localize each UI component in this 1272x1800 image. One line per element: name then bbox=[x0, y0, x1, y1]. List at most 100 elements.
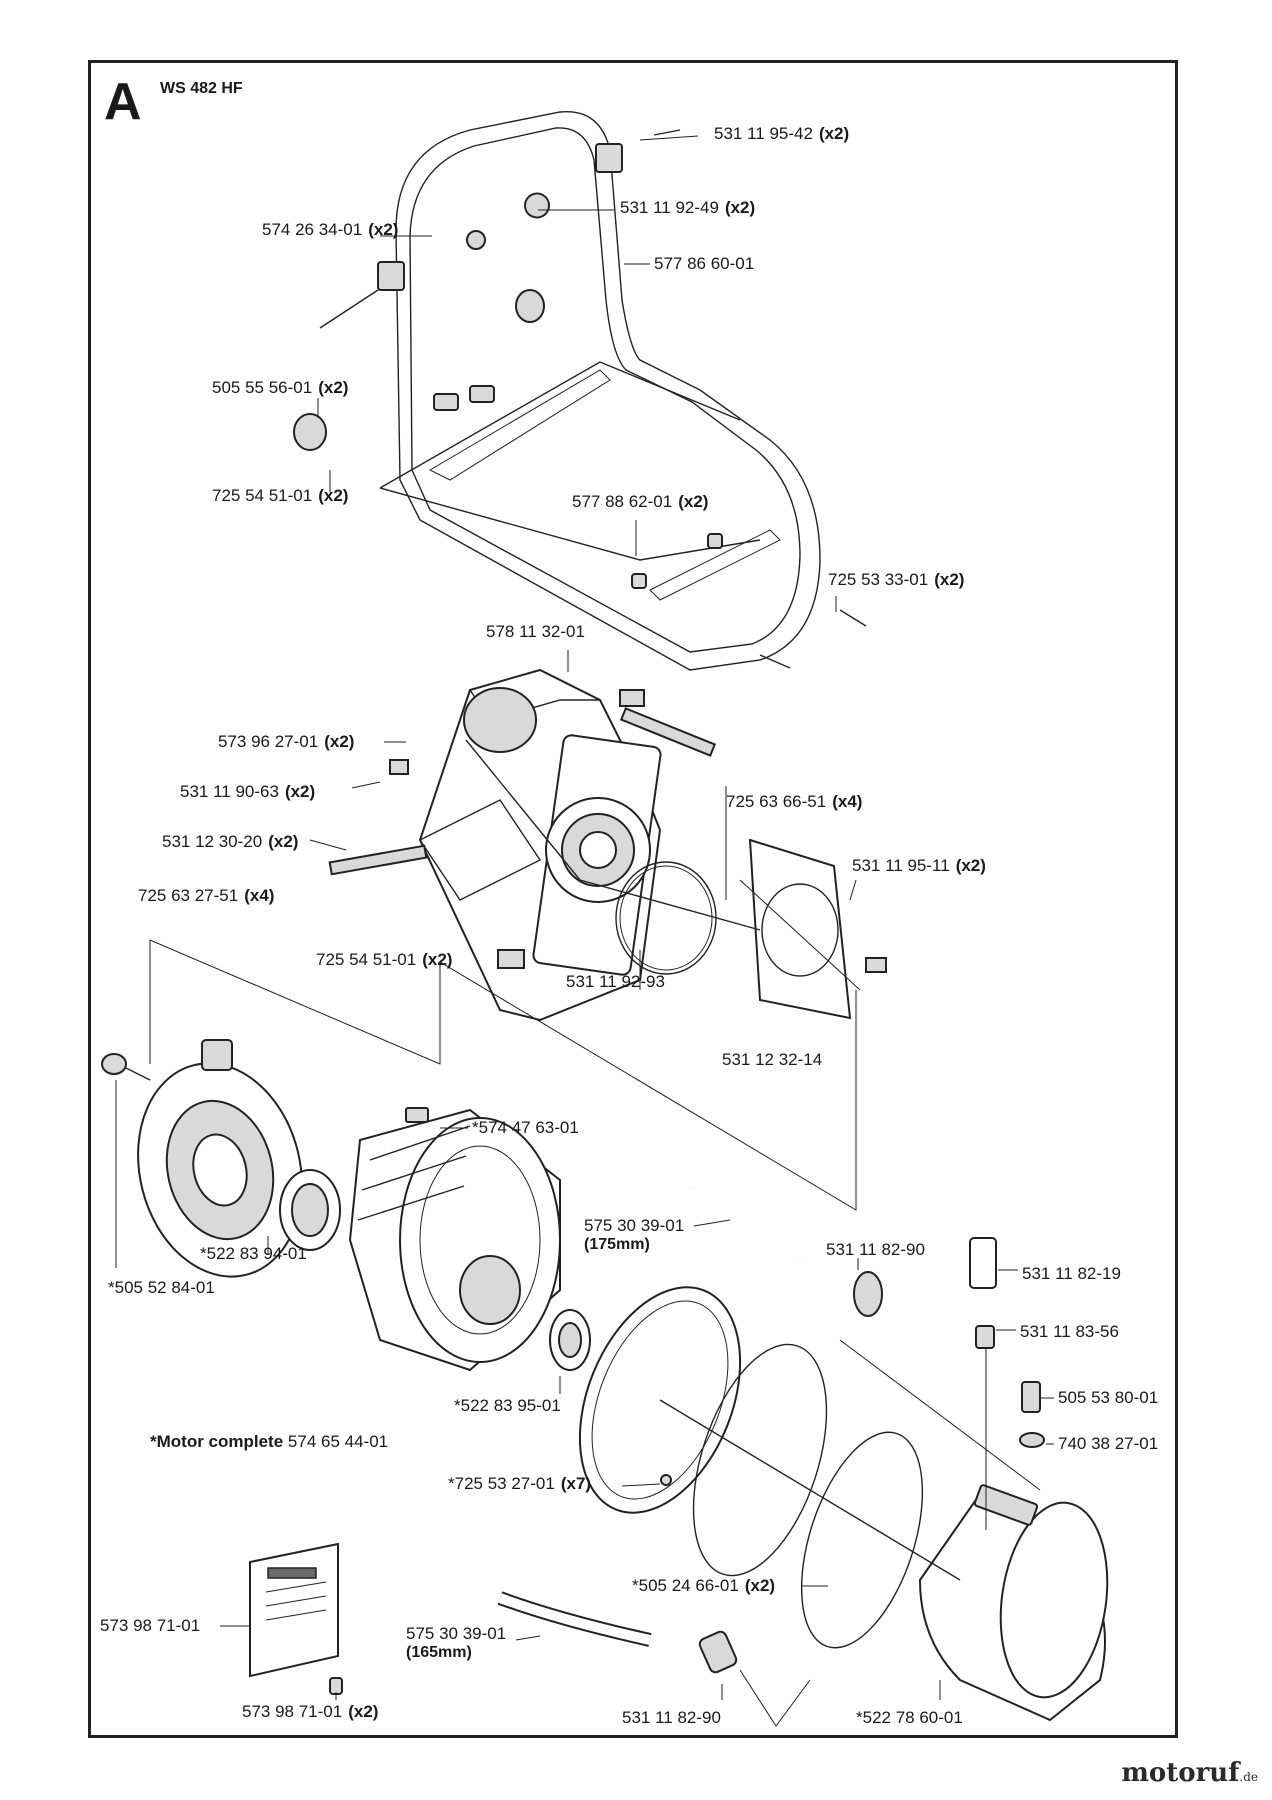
part-label: 531 11 83-56 bbox=[1020, 1322, 1119, 1342]
part-label: 531 11 95-42 (x2) bbox=[714, 124, 849, 144]
motor-part bbox=[348, 1107, 561, 1372]
part-number: 725 54 51-01 bbox=[212, 486, 313, 505]
part-label: 725 53 33-01 (x2) bbox=[828, 570, 964, 590]
part-label: 531 11 82-90 bbox=[622, 1708, 721, 1728]
quantity: (x2) bbox=[318, 486, 349, 505]
part-number: 574 26 34-01 bbox=[262, 220, 363, 239]
quantity: (x2) bbox=[268, 832, 299, 851]
quantity: (x4) bbox=[244, 886, 275, 905]
quantity: (x2) bbox=[678, 492, 709, 511]
part-label: 573 96 27-01(x2) bbox=[218, 732, 354, 752]
part-label: *505 52 84-01 bbox=[108, 1278, 215, 1298]
pipes-and-fittings bbox=[497, 1183, 1045, 1727]
part-number: *505 24 66-01 bbox=[632, 1576, 739, 1595]
quantity: (x2) bbox=[324, 732, 355, 751]
part-label: 531 11 90-63 (x2) bbox=[180, 782, 315, 802]
part-label: 725 54 51-01 (x2) bbox=[316, 950, 452, 970]
frame-fasteners bbox=[293, 129, 867, 669]
quantity: (x2) bbox=[744, 1576, 776, 1595]
part-label: 531 11 82-19 bbox=[1022, 1264, 1121, 1284]
quantity: (x2) bbox=[318, 378, 349, 397]
quantity: (x2) bbox=[955, 856, 986, 875]
part-label: *522 78 60-01 bbox=[856, 1708, 963, 1728]
leader-lines bbox=[115, 135, 1054, 1700]
part-label: 573 98 71-01 bbox=[100, 1616, 200, 1636]
part-number: 575 30 39-01 bbox=[584, 1216, 685, 1235]
part-number: *522 78 60-01 bbox=[856, 1708, 963, 1727]
part-number: 531 11 92-93 bbox=[566, 972, 665, 991]
part-number: 531 12 32-14 bbox=[722, 1050, 823, 1069]
part-label: *725 53 27-01 (x7) bbox=[448, 1474, 591, 1494]
part-label: 531 12 30-20(x2) bbox=[162, 832, 298, 852]
part-label: 531 11 95-11 (x2) bbox=[852, 856, 986, 876]
part-number: *522 83 95-01 bbox=[454, 1396, 561, 1415]
motor-cover-part bbox=[101, 1039, 303, 1278]
quantity: (x2) bbox=[422, 950, 453, 969]
part-number: 531 11 95-42 bbox=[714, 124, 813, 143]
part-number: 531 11 90-63 bbox=[180, 782, 279, 801]
motor-note-prefix: *Motor complete bbox=[150, 1432, 284, 1451]
outer-housing-part bbox=[659, 1399, 1109, 1722]
part-number: 577 86 60-01 bbox=[654, 254, 755, 273]
part-number: 531 11 82-90 bbox=[622, 1708, 721, 1727]
part-number: 725 53 33-01 bbox=[828, 570, 929, 589]
part-label: *505 24 66-01 (x2) bbox=[632, 1576, 775, 1596]
part-label: *522 83 95-01 bbox=[454, 1396, 561, 1416]
part-label: *574 47 63-01 bbox=[472, 1118, 579, 1138]
part-number: 725 54 51-01 bbox=[316, 950, 417, 969]
quantity: (x2) bbox=[724, 198, 756, 217]
part-number: 577 88 62-01 bbox=[572, 492, 673, 511]
part-number: *505 52 84-01 bbox=[108, 1278, 215, 1297]
part-label: 531 11 82-90 bbox=[826, 1240, 925, 1260]
part-label: 575 30 39-01 bbox=[584, 1216, 684, 1236]
brand-name: motoruf bbox=[1121, 1758, 1240, 1788]
quantity: (x2) bbox=[818, 124, 850, 143]
part-label: 531 11 92-93 bbox=[566, 972, 665, 992]
part-number: *522 83 94-01 bbox=[200, 1244, 307, 1263]
bearing-front bbox=[279, 1169, 341, 1251]
section-letter: A bbox=[104, 73, 142, 131]
quantity: (x2) bbox=[284, 782, 316, 801]
part-label: 725 63 66-51(x4) bbox=[726, 792, 862, 812]
part-number: 505 53 80-01 bbox=[1058, 1388, 1159, 1407]
part-label: 725 54 51-01 (x2) bbox=[212, 486, 348, 506]
quantity: (x2) bbox=[348, 1702, 379, 1721]
model-title: WS 482 HF bbox=[160, 80, 243, 97]
part-label: 531 12 32-14 bbox=[722, 1050, 822, 1070]
part-label: 578 11 32-01 bbox=[486, 622, 585, 642]
part-number: 531 11 82-90 bbox=[826, 1240, 925, 1259]
brand-watermark: motoruf.de bbox=[1121, 1758, 1258, 1788]
part-number: *574 47 63-01 bbox=[472, 1118, 579, 1137]
part-number: 578 11 32-01 bbox=[486, 622, 585, 641]
housing-gaskets bbox=[328, 689, 887, 1020]
label-plate-part bbox=[249, 1542, 343, 1695]
part-label: 574 26 34-01 (x2) bbox=[262, 220, 398, 240]
part-label: 531 11 92-49(x2) bbox=[620, 198, 755, 218]
part-label: 577 88 62-01 (x2) bbox=[572, 492, 708, 512]
frame-handle-part bbox=[379, 110, 821, 671]
part-number: 575 30 39-01 bbox=[406, 1624, 507, 1643]
part-label: 573 98 71-01 (x2) bbox=[242, 1702, 378, 1722]
part-number: 531 11 82-19 bbox=[1022, 1264, 1121, 1283]
part-number: 725 63 27-51 bbox=[138, 886, 239, 905]
motor-note-number: 574 65 44-01 bbox=[287, 1432, 389, 1451]
assembly-guide-lines bbox=[149, 879, 861, 1211]
part-number: 725 63 66-51 bbox=[726, 792, 827, 811]
bearing-rear bbox=[549, 1309, 591, 1371]
hose-length-note: (175mm) bbox=[584, 1236, 650, 1253]
motor-complete-note: *Motor complete 574 65 44-01 bbox=[150, 1432, 388, 1452]
part-number: 573 98 71-01 bbox=[242, 1702, 343, 1721]
quantity: (x2) bbox=[368, 220, 399, 239]
part-number: 531 11 95-11 bbox=[852, 856, 950, 875]
quantity: (x2) bbox=[934, 570, 965, 589]
part-number: 573 98 71-01 bbox=[100, 1616, 201, 1635]
part-label: 575 30 39-01 bbox=[406, 1624, 506, 1644]
part-number: *725 53 27-01 bbox=[448, 1474, 555, 1493]
part-label: 740 38 27-01 bbox=[1058, 1434, 1158, 1454]
part-label: 505 53 80-01 bbox=[1058, 1388, 1158, 1408]
quantity: (x7) bbox=[560, 1474, 592, 1493]
part-label: 725 63 27-51 (x4) bbox=[138, 886, 274, 906]
housing-part bbox=[418, 668, 662, 1022]
part-number: 531 11 83-56 bbox=[1020, 1322, 1119, 1341]
